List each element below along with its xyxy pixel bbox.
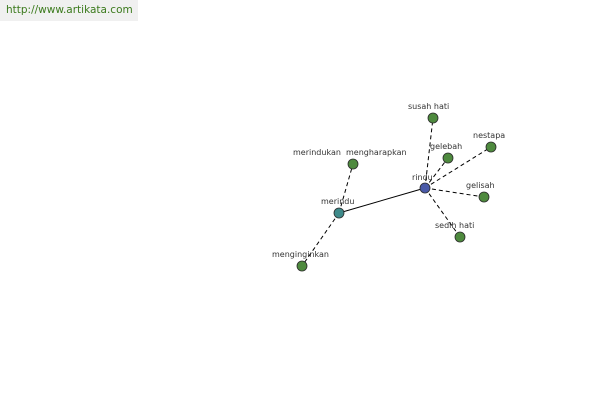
edge-rindu-gelebah xyxy=(424,157,449,189)
node-label-merindukan: merindukan xyxy=(293,148,341,157)
node-menginginkan[interactable] xyxy=(296,260,308,272)
graph-edges xyxy=(301,117,492,267)
node-sedih-hati[interactable] xyxy=(454,231,466,243)
node-rindu[interactable] xyxy=(419,182,431,194)
edge-merindu-menginginkan xyxy=(301,212,340,267)
edge-rindu-gelisah xyxy=(424,187,485,198)
edge-merindu-mengharapkan xyxy=(338,163,354,214)
node-label-menginginkan: menginginkan xyxy=(272,250,329,259)
source-url-link[interactable]: http://www.artikata.com xyxy=(6,4,133,16)
node-susah-hati[interactable] xyxy=(427,112,439,124)
edge-rindu-nestapa xyxy=(424,146,492,189)
node-label-nestapa: nestapa xyxy=(473,131,505,140)
node-label-gelebah: gelebah xyxy=(430,142,462,151)
node-label-mengharapkan: mengharapkan xyxy=(346,148,407,157)
source-url-bar: http://www.artikata.com xyxy=(0,0,138,21)
node-merindu[interactable] xyxy=(333,207,345,219)
edge-rindu-merindu xyxy=(338,187,426,214)
node-nestapa[interactable] xyxy=(485,141,497,153)
node-label-rindu: rindu xyxy=(412,173,433,182)
edge-rindu-sedih-hati xyxy=(424,187,461,238)
edge-rindu-susah-hati xyxy=(424,117,434,189)
node-gelebah[interactable] xyxy=(442,152,454,164)
node-label-merindu: merindu xyxy=(321,197,354,206)
node-gelisah[interactable] xyxy=(478,191,490,203)
node-label-susah-hati: susah hati xyxy=(408,102,449,111)
node-label-sedih-hati: sedih hati xyxy=(435,221,474,230)
node-label-gelisah: gelisah xyxy=(466,181,495,190)
node-merindukan[interactable] xyxy=(347,158,359,170)
graph-nodes: rindu merindu susah hati gelebah nestapa geli… xyxy=(272,102,505,272)
